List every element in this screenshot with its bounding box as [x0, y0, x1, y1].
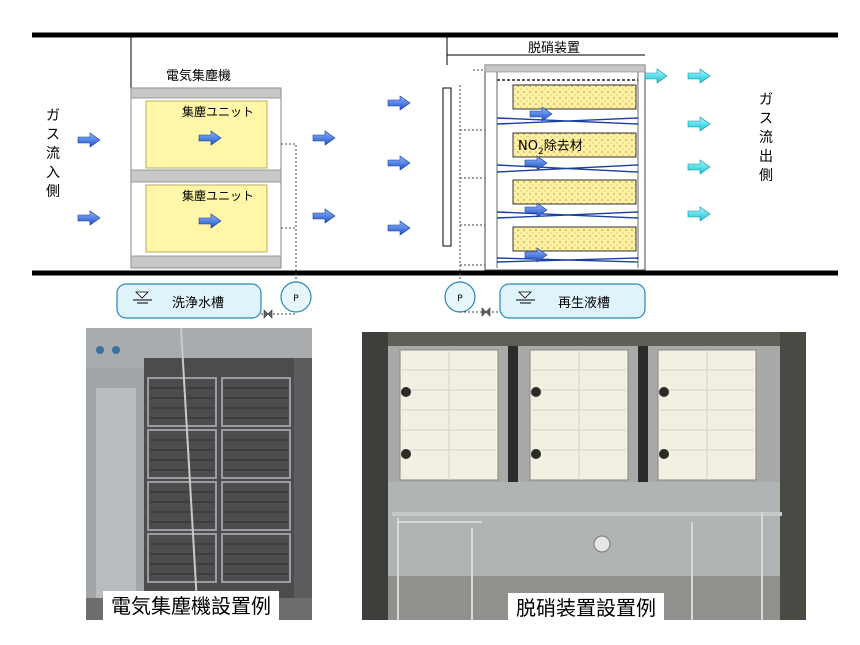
no2-media-4: [512, 226, 637, 252]
svg-text:入: 入: [46, 165, 60, 181]
flow-arrow-icon: [387, 220, 411, 236]
regeneration-tank: 再生液槽: [499, 283, 646, 319]
flow-arrow-icon: [312, 208, 336, 224]
esp-title: 電気集塵機: [166, 68, 231, 84]
wash-water-tank: 洗浄水槽: [116, 283, 262, 319]
denox-installation-photo: [362, 332, 806, 620]
outlet-arrow-icon: [644, 68, 668, 84]
svg-text:ス: ス: [46, 127, 60, 143]
svg-text:ガ: ガ: [759, 92, 773, 108]
no2-media-2: [512, 132, 637, 158]
regen-tank-label: 再生液槽: [558, 296, 610, 311]
collector-unit-1: [145, 100, 268, 169]
no2-removal-label: NO2除去材: [518, 139, 583, 157]
svg-text:側: 側: [759, 168, 773, 184]
svg-text:ス: ス: [759, 111, 773, 127]
inlet-arrow-icon: [77, 210, 101, 226]
svg-text:流: 流: [759, 130, 773, 146]
collector-unit-2-label: 集塵ユニット: [182, 188, 254, 203]
outlet-arrow-icon: [687, 116, 711, 132]
svg-text:流: 流: [46, 146, 60, 162]
flow-arrow-icon: [312, 130, 336, 146]
flow-arrow-icon: [387, 95, 411, 111]
svg-text:ガ: ガ: [46, 108, 60, 124]
outlet-arrow-icon: [687, 68, 711, 84]
denox-photo-caption: 脱硝装置設置例: [508, 593, 664, 623]
process-diagram: ガ ス 流 入 側 電気集塵機 集塵ユニット 集塵ユニット 脱硝装置: [32, 32, 838, 319]
esp-unit: 集塵ユニット 集塵ユニット: [130, 87, 282, 269]
pump-icon: P: [444, 281, 500, 317]
gas-outlet-label: ガ ス 流 出 側: [759, 92, 773, 184]
svg-text:出: 出: [759, 149, 773, 165]
denox-unit: NO2除去材: [442, 64, 646, 271]
outlet-arrow-icon: [687, 206, 711, 222]
flow-arrow-icon: [387, 155, 411, 171]
outlet-arrow-icon: [687, 159, 711, 175]
svg-text:P: P: [293, 294, 299, 304]
no2-media-1: [512, 84, 637, 110]
svg-text:側: 側: [46, 184, 60, 200]
svg-text:P: P: [457, 294, 463, 304]
pump-icon: P: [261, 281, 312, 319]
denox-title: 脱硝装置: [528, 41, 580, 56]
wash-tank-label: 洗浄水槽: [172, 296, 224, 311]
esp-installation-photo: [86, 328, 312, 620]
gas-inlet-label: ガ ス 流 入 側: [46, 108, 60, 200]
no2-media-3: [512, 179, 637, 205]
inlet-arrow-icon: [77, 132, 101, 148]
esp-photo-caption: 電気集塵機設置例: [103, 591, 279, 621]
collector-unit-1-label: 集塵ユニット: [182, 104, 254, 119]
